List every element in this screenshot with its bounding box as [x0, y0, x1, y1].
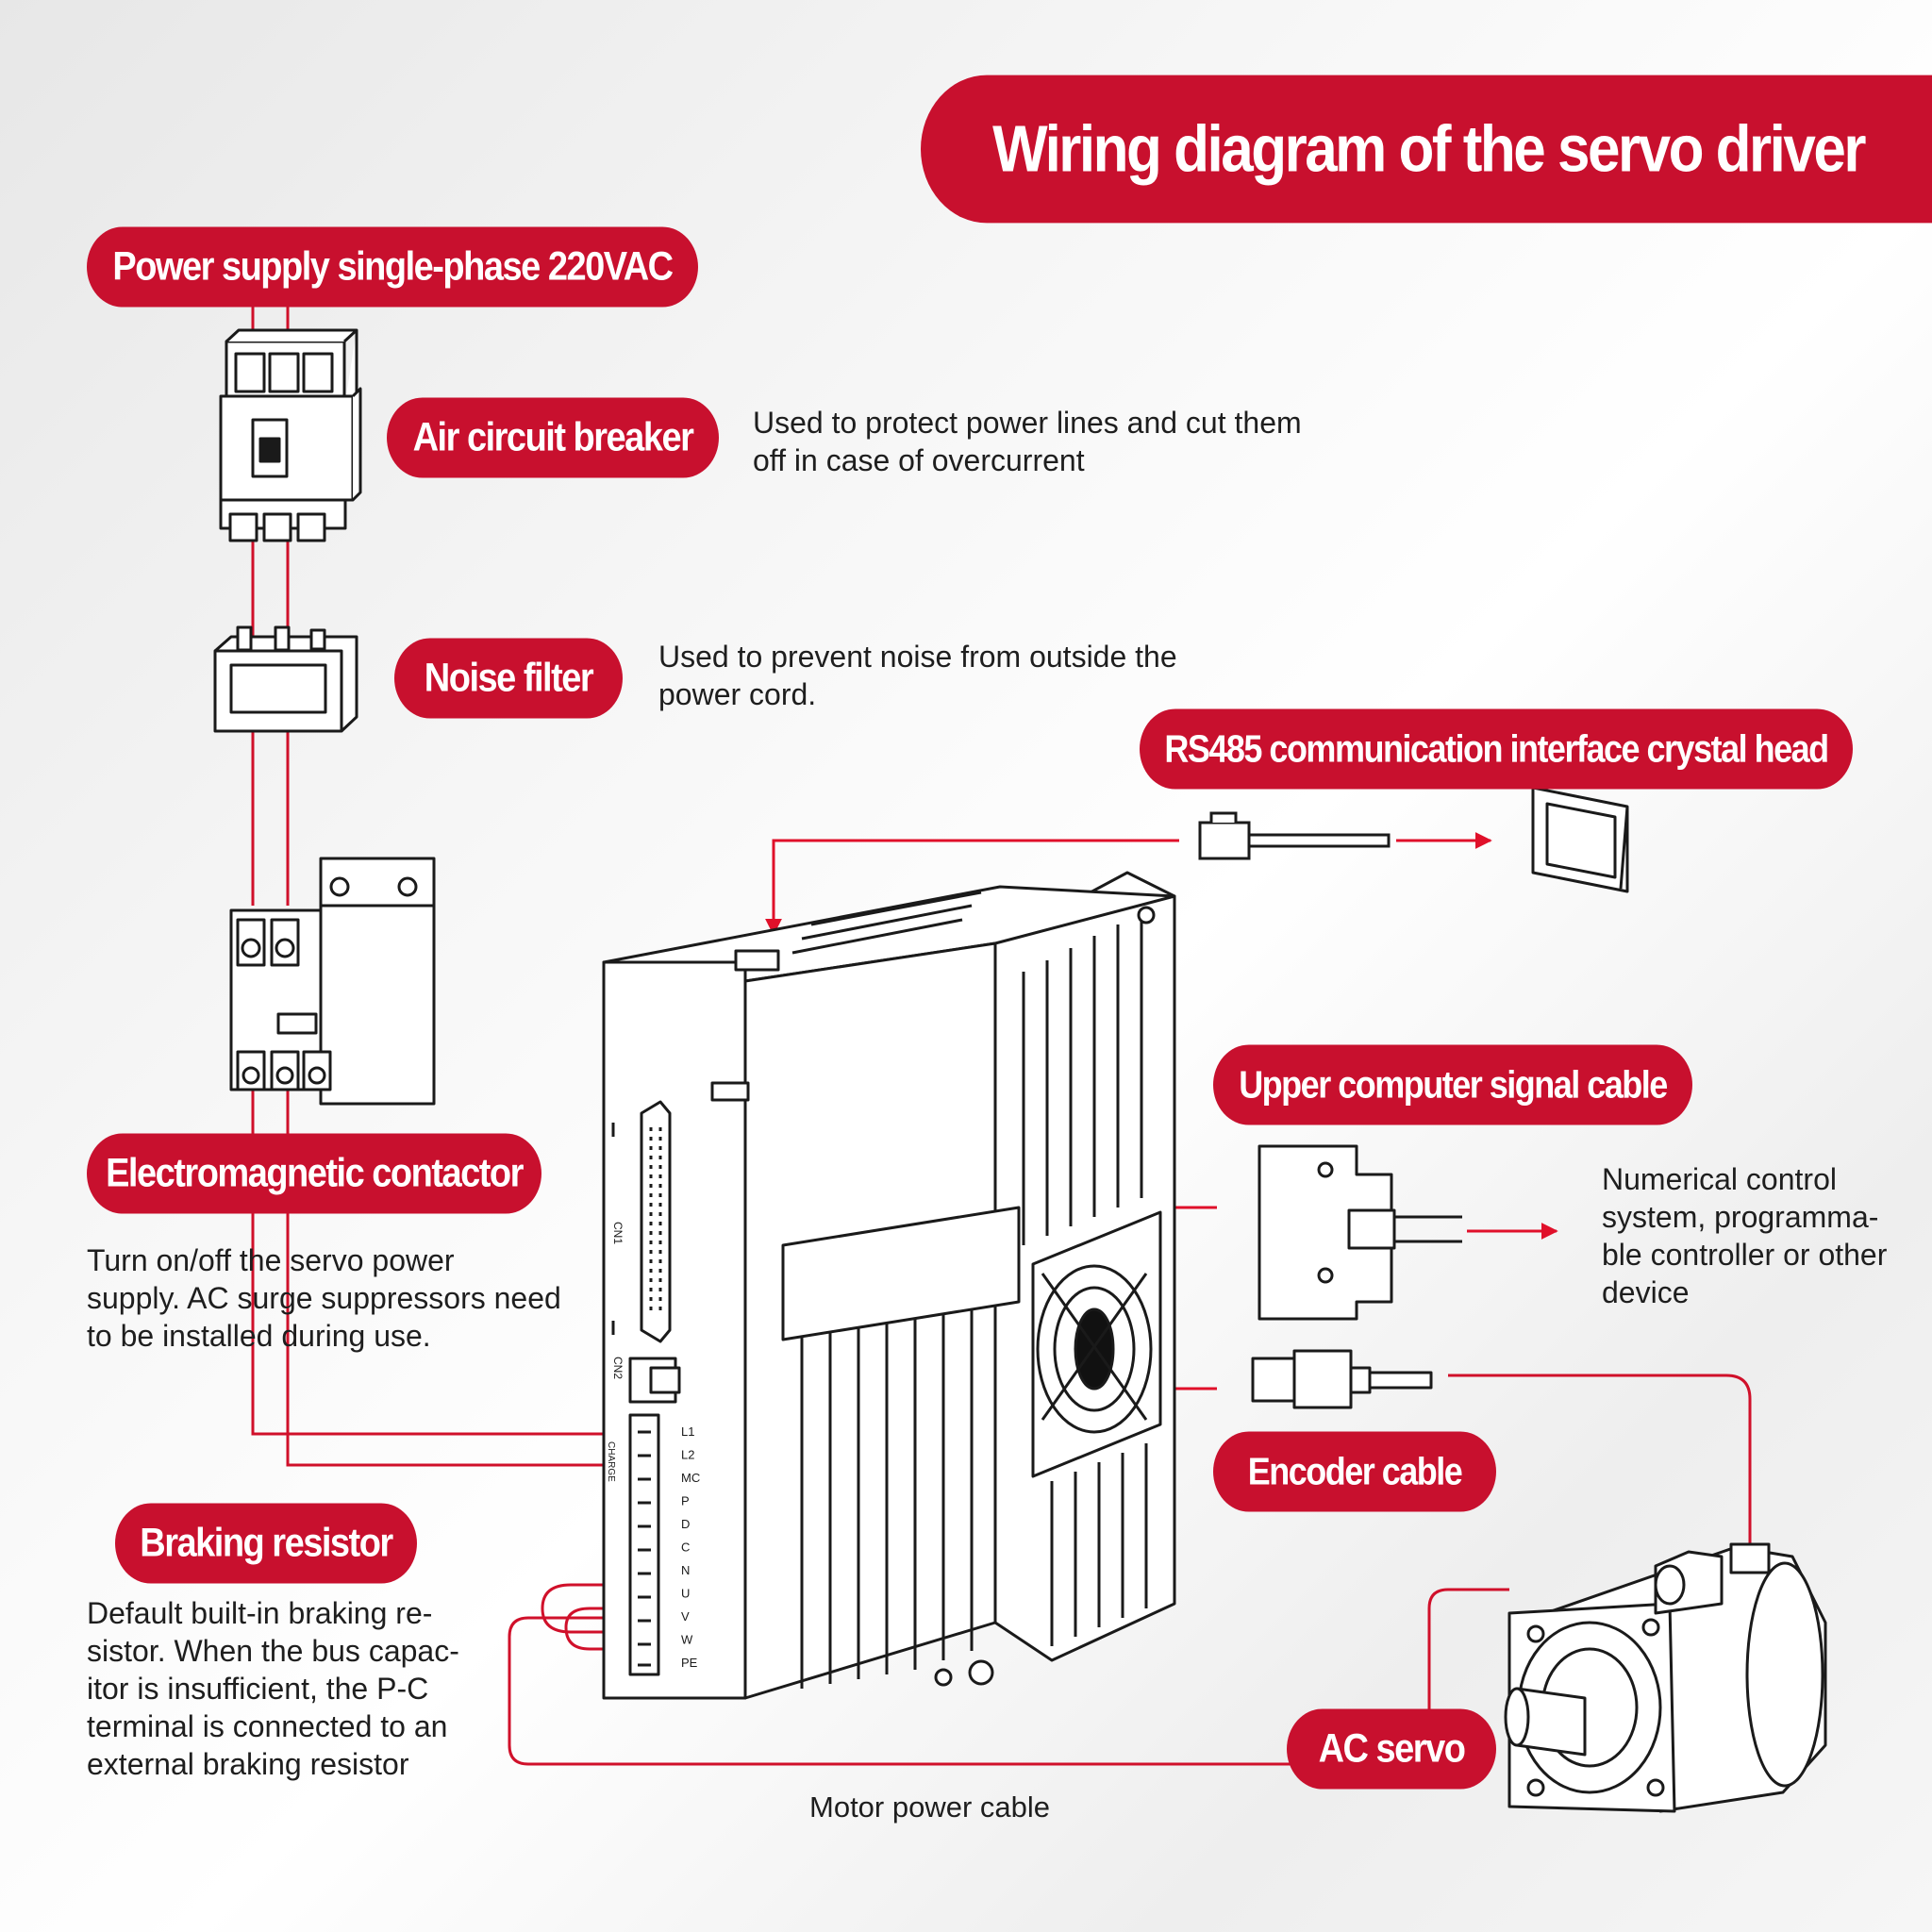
encoder-plug-icon: [1251, 1349, 1433, 1409]
ac-servo-motor-icon: [1504, 1542, 1827, 1813]
power-supply-label: Power supply single-phase 220VAC: [87, 226, 698, 308]
terminal-label-v: V: [681, 1609, 690, 1624]
port-cn1-label: CN1: [611, 1222, 625, 1244]
contactor-label: Electromagnetic contactor: [87, 1133, 541, 1214]
terminal-label-n: N: [681, 1563, 690, 1577]
noise-filter-icon: [213, 625, 358, 733]
noise-filter-label: Noise filter: [394, 638, 623, 719]
terminal-label-u: U: [681, 1587, 690, 1601]
air-circuit-breaker-label: Air circuit breaker: [387, 397, 719, 478]
rs485-plug-icon: [1198, 811, 1391, 860]
port-cn2-label: CN2: [611, 1357, 625, 1379]
ac-servo-label: AC servo: [1287, 1708, 1496, 1790]
braking-resistor-description: Default built-in braking re- sistor. Whe…: [87, 1596, 459, 1781]
braking-resistor-label: Braking resistor: [115, 1503, 417, 1584]
hmi-panel-icon: [1531, 786, 1629, 893]
air-circuit-breaker-icon: [219, 328, 362, 542]
encoder-cable-label: Encoder cable: [1213, 1431, 1496, 1512]
motor-power-cable-label: Motor power cable: [809, 1790, 1051, 1824]
air-circuit-breaker-description: Used to protect power lines and cut them…: [753, 406, 1302, 477]
servo-driver-icon: [602, 871, 1176, 1700]
terminal-label-w: W: [681, 1633, 693, 1647]
upper-computer-description: Numerical control system, programma- ble…: [1602, 1162, 1888, 1309]
motor-power-wire: [508, 1588, 1509, 1766]
terminal-label-c: C: [681, 1541, 690, 1555]
contactor-icon: [229, 857, 436, 1106]
terminal-label-l1: L1: [681, 1424, 694, 1439]
contactor-description: Turn on/off the servo power supply. AC s…: [87, 1243, 561, 1353]
charge-label: CHARGE: [606, 1441, 616, 1482]
resistor-wires: [541, 1583, 649, 1651]
terminal-label-mc: MC: [681, 1471, 700, 1485]
terminal-label-l2: L2: [681, 1448, 694, 1462]
rs485-label: RS485 communication interface crystal he…: [1140, 708, 1853, 790]
terminal-label-d: D: [681, 1517, 690, 1531]
noise-filter-description: Used to prevent noise from outside the p…: [658, 640, 1177, 711]
encoder-wire: [1448, 1374, 1752, 1547]
page-title: Wiring diagram of the servo driver: [921, 75, 1932, 224]
terminal-label-p: P: [681, 1494, 690, 1508]
terminal-label-pe: PE: [681, 1656, 698, 1670]
signal-connector-icon: [1257, 1144, 1462, 1321]
upper-computer-label: Upper computer signal cable: [1213, 1044, 1692, 1125]
